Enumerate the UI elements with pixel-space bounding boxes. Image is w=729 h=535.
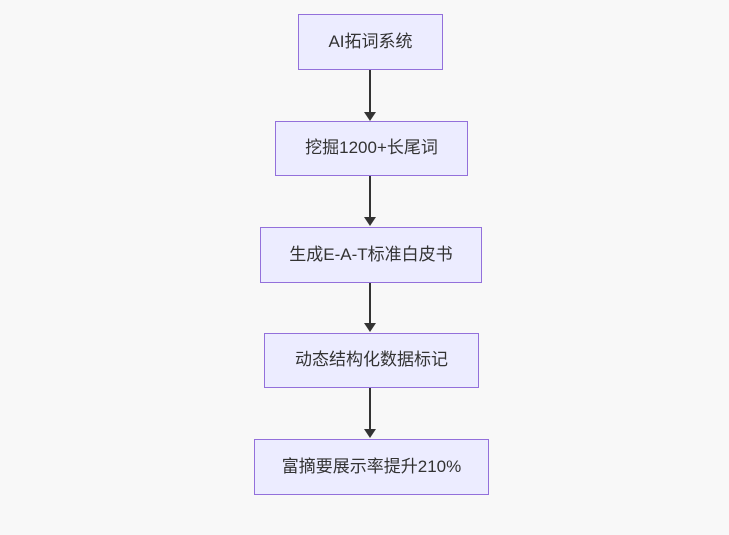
flowchart-node-rich-snippet-result: 富摘要展示率提升210% bbox=[254, 439, 489, 495]
node-label: 动态结构化数据标记 bbox=[295, 350, 448, 370]
edge-arrow-down bbox=[364, 283, 376, 332]
flowchart-node-longtail-words: 挖掘1200+长尾词 bbox=[275, 121, 468, 176]
edge-arrow-down bbox=[364, 70, 376, 121]
flowchart-node-structured-data: 动态结构化数据标记 bbox=[264, 333, 479, 388]
edge-arrow-down bbox=[364, 388, 376, 438]
node-label: 生成E-A-T标准白皮书 bbox=[289, 244, 453, 264]
flowchart-node-eat-whitepaper: 生成E-A-T标准白皮书 bbox=[260, 227, 482, 283]
node-label: AI拓词系统 bbox=[328, 31, 413, 51]
flowchart-node-ai-system: AI拓词系统 bbox=[298, 14, 443, 70]
edge-arrow-down bbox=[364, 176, 376, 226]
node-label: 富摘要展示率提升210% bbox=[281, 456, 462, 476]
node-label: 挖掘1200+长尾词 bbox=[305, 138, 438, 158]
